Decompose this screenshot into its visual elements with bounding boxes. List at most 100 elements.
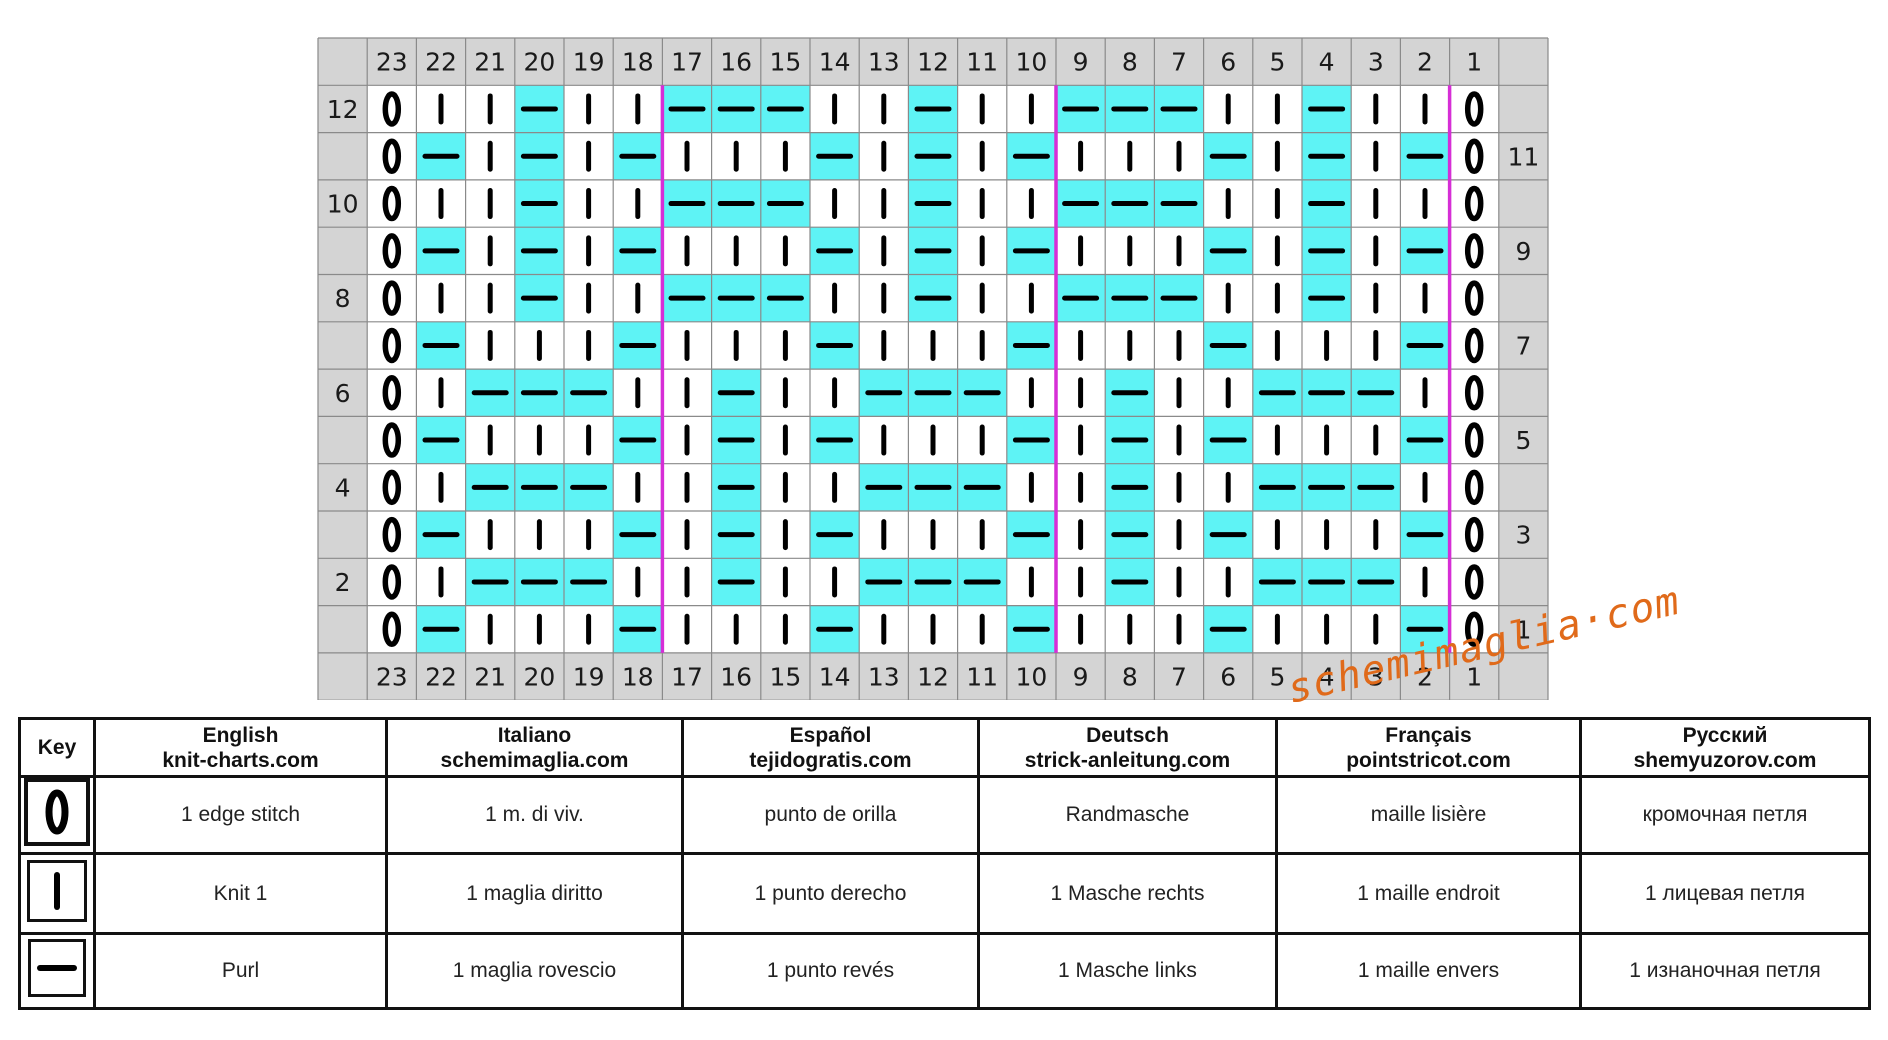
- edge-stitch-symbol: [1464, 185, 1484, 222]
- column-number-bottom: 13: [868, 663, 900, 692]
- edge-stitch-symbol: [382, 91, 402, 127]
- french-text: maille lisière: [1275, 775, 1582, 855]
- key-column-header: Key: [18, 717, 96, 778]
- edge-stitch-symbol: [1464, 611, 1484, 647]
- column-number-bottom: 3: [1368, 663, 1384, 692]
- column-number-top: 22: [425, 48, 457, 77]
- edge-stitch-symbol: [1464, 564, 1484, 600]
- italian-text: 1 maglia diritto: [385, 852, 684, 935]
- column-number-bottom: 5: [1269, 663, 1285, 692]
- edge-stitch-symbol: [382, 185, 402, 222]
- edge-stitch-symbol: [382, 327, 402, 364]
- edge-stitch-symbol: [382, 280, 402, 316]
- row-number-right: 11: [1507, 142, 1539, 171]
- top-header-band: [318, 38, 1548, 86]
- english-text: Knit 1: [93, 852, 388, 935]
- column-number-top: 4: [1319, 48, 1335, 77]
- column-number-bottom: 12: [917, 663, 949, 692]
- edge-stitch-symbol: [382, 138, 402, 174]
- edge-stitch-symbol: [1464, 469, 1484, 506]
- header-line2: knit-charts.com: [162, 748, 319, 772]
- column-number-bottom: 9: [1073, 663, 1089, 692]
- header-line2: shemyuzorov.com: [1633, 748, 1817, 772]
- key-row-edge-stitch: 1 edge stitch 1 m. di viv. punto de oril…: [18, 775, 1871, 855]
- header-line2: schemimaglia.com: [440, 748, 629, 772]
- row-number-left: 4: [335, 473, 351, 502]
- french-text: 1 maille envers: [1275, 932, 1582, 1010]
- column-number-top: 21: [474, 48, 506, 77]
- header-line1: Español: [789, 723, 872, 747]
- german-text: 1 Masche rechts: [977, 852, 1278, 935]
- column-number-top: 18: [622, 48, 654, 77]
- edge-stitch-symbol: [382, 422, 402, 458]
- column-number-top: 6: [1220, 48, 1236, 77]
- row-number-left: 10: [327, 190, 359, 219]
- row-number-left: 12: [327, 95, 359, 124]
- edge-stitch-symbol: [382, 375, 402, 411]
- header-line1: Key: [37, 736, 77, 759]
- spanish-text: 1 punto derecho: [681, 852, 980, 935]
- column-number-bottom: 18: [622, 663, 654, 692]
- edge-stitch-symbol: [1464, 233, 1484, 269]
- header-line2: tejidogratis.com: [749, 748, 912, 772]
- edge-stitch-symbol: [1464, 138, 1484, 174]
- header-line2: strick-anleitung.com: [1024, 748, 1231, 772]
- column-number-top: 12: [917, 48, 949, 77]
- column-number-bottom: 10: [1015, 663, 1047, 692]
- column-number-bottom: 7: [1171, 663, 1187, 692]
- column-number-top: 16: [720, 48, 752, 77]
- french-text: 1 maille endroit: [1275, 852, 1582, 935]
- header-line1: Deutsch: [1086, 723, 1169, 747]
- column-number-top: 7: [1171, 48, 1187, 77]
- english-text: 1 edge stitch: [93, 775, 388, 855]
- edge-stitch-symbol: [18, 775, 96, 855]
- german-text: 1 Masche links: [977, 932, 1278, 1010]
- row-number-left: 6: [335, 379, 351, 408]
- column-number-bottom: 19: [573, 663, 605, 692]
- column-number-bottom: 6: [1220, 663, 1236, 692]
- russian-text: 1 изнаночная петля: [1579, 932, 1871, 1010]
- edge-stitch-icon: [24, 778, 90, 846]
- italian-text: 1 m. di viv.: [385, 775, 684, 855]
- knit-stitch-icon: [27, 859, 87, 922]
- column-number-top: 15: [769, 48, 801, 77]
- edge-stitch-symbol: [1464, 280, 1484, 316]
- edge-stitch-symbol: [1464, 375, 1484, 411]
- edge-stitch-symbol: [1464, 516, 1484, 553]
- edge-stitch-symbol: [1464, 422, 1484, 458]
- column-number-top: 9: [1073, 48, 1089, 77]
- column-number-bottom: 2: [1417, 663, 1433, 692]
- row-number-right: 1: [1515, 615, 1531, 644]
- column-number-top: 5: [1269, 48, 1285, 77]
- row-number-right: 3: [1515, 521, 1531, 550]
- header-line2: pointstricot.com: [1346, 748, 1511, 772]
- column-number-bottom: 21: [474, 663, 506, 692]
- header-line1: Русский: [1682, 723, 1768, 747]
- row-number-right: 9: [1515, 237, 1531, 266]
- bottom-header-band: [318, 652, 1548, 700]
- purl-symbol: [18, 932, 96, 1010]
- key-row-purl: Purl 1 maglia rovescio 1 punto revés 1 M…: [18, 932, 1871, 1010]
- column-number-top: 19: [573, 48, 605, 77]
- column-number-top: 2: [1417, 48, 1433, 77]
- knit-symbol: [18, 852, 96, 935]
- column-number-top: 13: [868, 48, 900, 77]
- edge-stitch-symbol: [382, 611, 402, 647]
- column-number-bottom: 22: [425, 663, 457, 692]
- edge-stitch-symbol: [382, 564, 402, 600]
- edge-stitch-symbol: [382, 469, 402, 506]
- column-number-bottom: 17: [671, 663, 703, 692]
- column-number-top: 8: [1122, 48, 1138, 77]
- row-number-left: 2: [335, 568, 351, 597]
- spanish-text: 1 punto revés: [681, 932, 980, 1010]
- column-number-top: 10: [1015, 48, 1047, 77]
- row-number-left: 8: [335, 284, 351, 313]
- column-number-bottom: 4: [1319, 663, 1335, 692]
- russian-text: 1 лицевая петля: [1579, 852, 1871, 935]
